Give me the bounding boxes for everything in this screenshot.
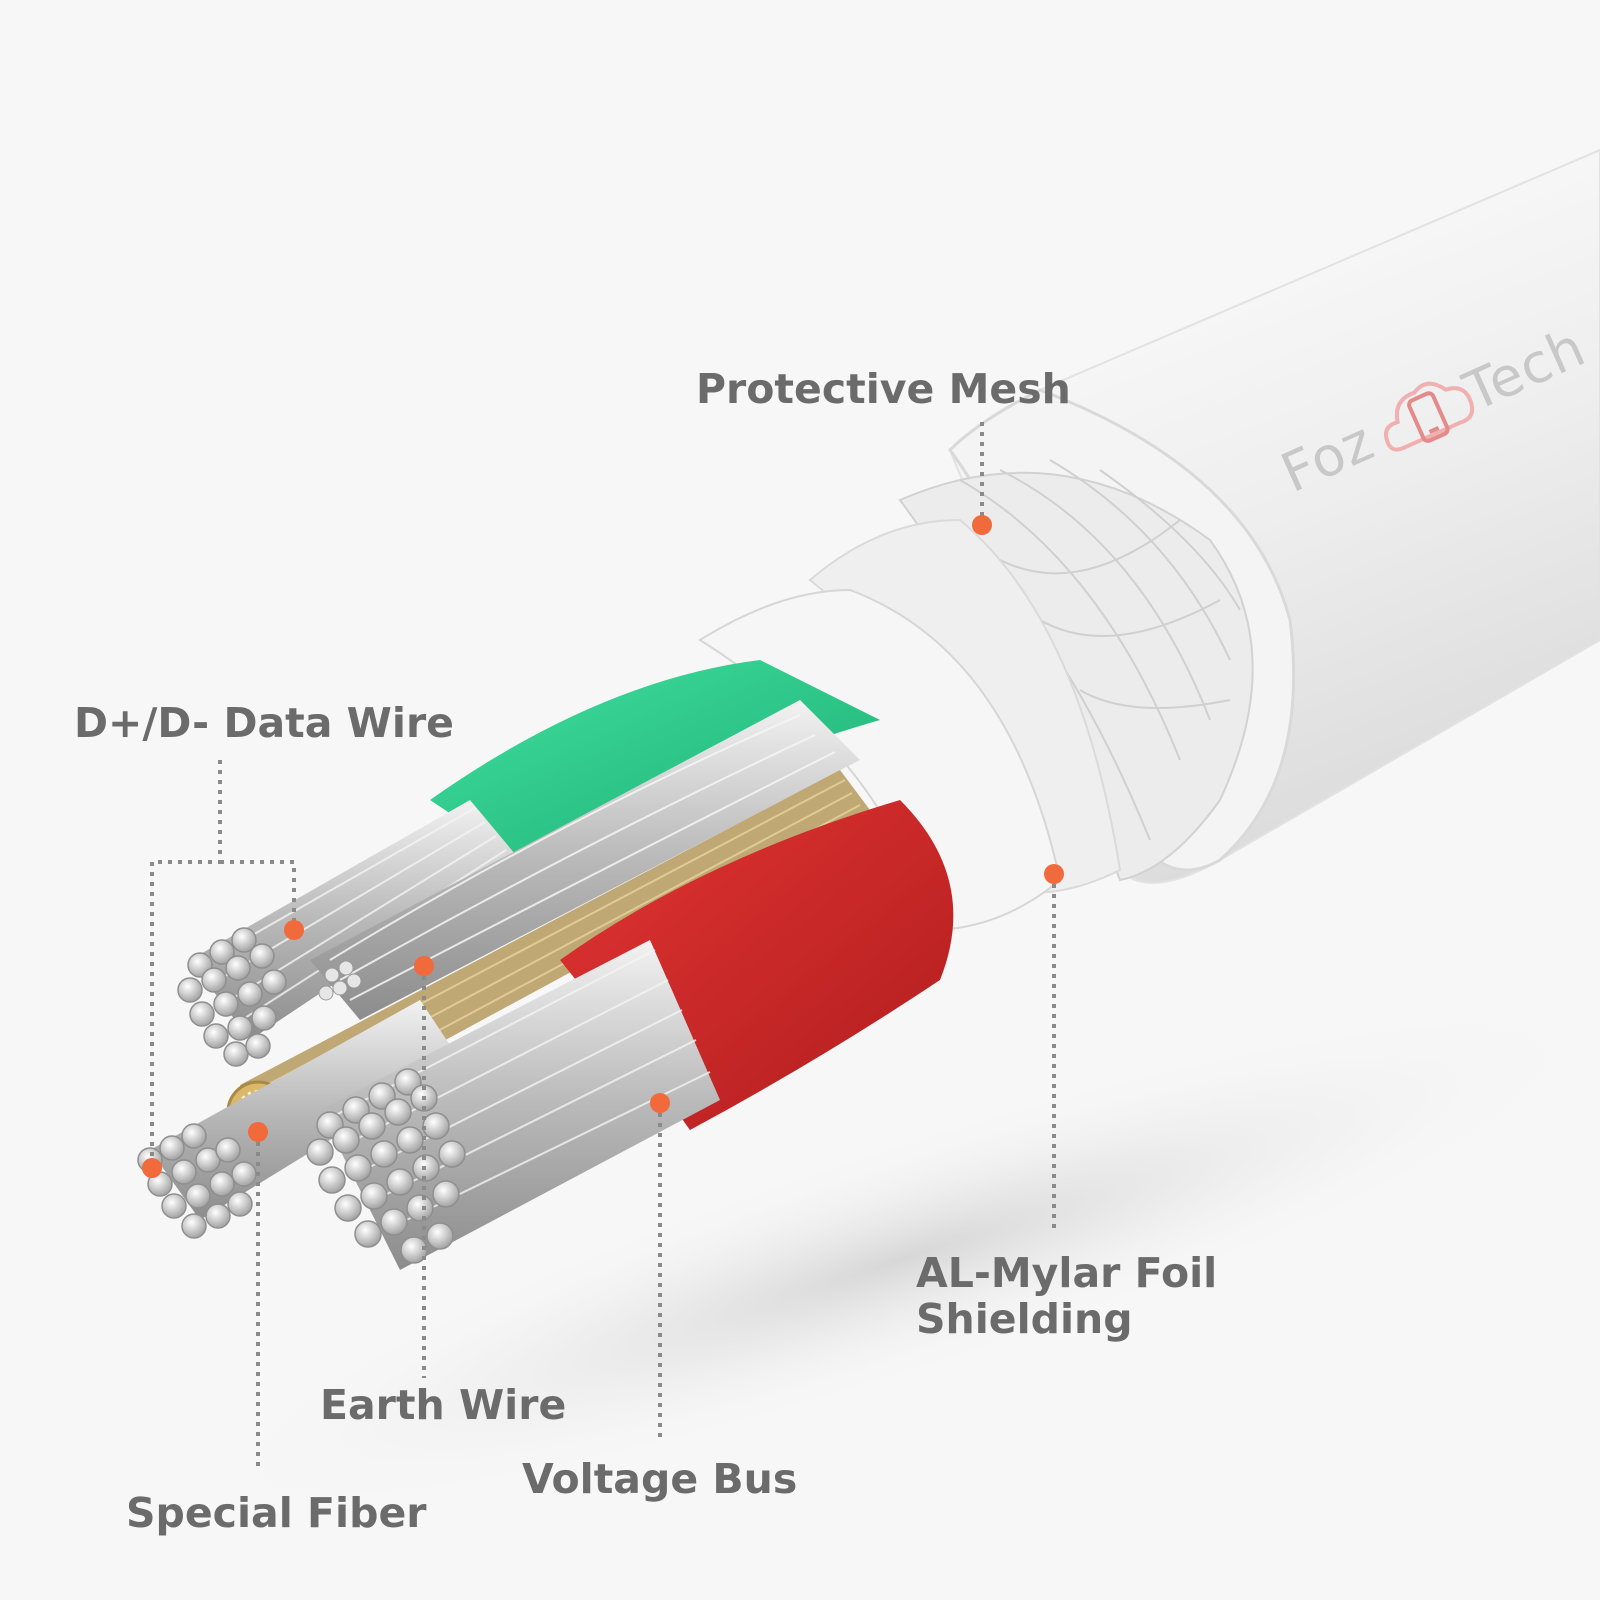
label-special-fiber: Special Fiber [126, 1489, 427, 1537]
leader-data-wire-right [220, 860, 296, 930]
label-data-wire: D+/D- Data Wire [74, 699, 454, 747]
dot-protective-mesh [972, 515, 992, 535]
callout-dots [142, 515, 1064, 1178]
watermark-brand-right: Tech [1454, 315, 1595, 424]
label-earth-wire: Earth Wire [320, 1381, 567, 1429]
leader-data-wire [150, 760, 222, 1168]
label-foil-line2: Shielding [916, 1295, 1133, 1343]
voltage-bus-end [306, 1068, 466, 1264]
green-insulation [430, 660, 880, 860]
cloud-phone-icon [1384, 381, 1475, 452]
cable-shadow [176, 998, 1600, 1522]
dot-foil [1044, 864, 1064, 884]
voltage-bus-strands [320, 940, 720, 1270]
dot-data-wire [284, 920, 304, 940]
leader-lines [150, 422, 1056, 1472]
dot-special-fiber [248, 1122, 268, 1142]
label-foil-line1: AL-Mylar Foil [916, 1249, 1218, 1297]
brand-watermark: Foz Tech [1252, 267, 1600, 538]
data-wire-lower [150, 1000, 460, 1220]
label-protective-mesh: Protective Mesh [696, 365, 1071, 413]
earth-wire-end [318, 960, 362, 1001]
dot-data-wire-lower [142, 1158, 162, 1178]
dot-earth-wire [414, 956, 434, 976]
data-wire-end [177, 927, 287, 1067]
label-voltage-bus: Voltage Bus [522, 1455, 798, 1503]
dot-voltage-bus [650, 1093, 670, 1113]
